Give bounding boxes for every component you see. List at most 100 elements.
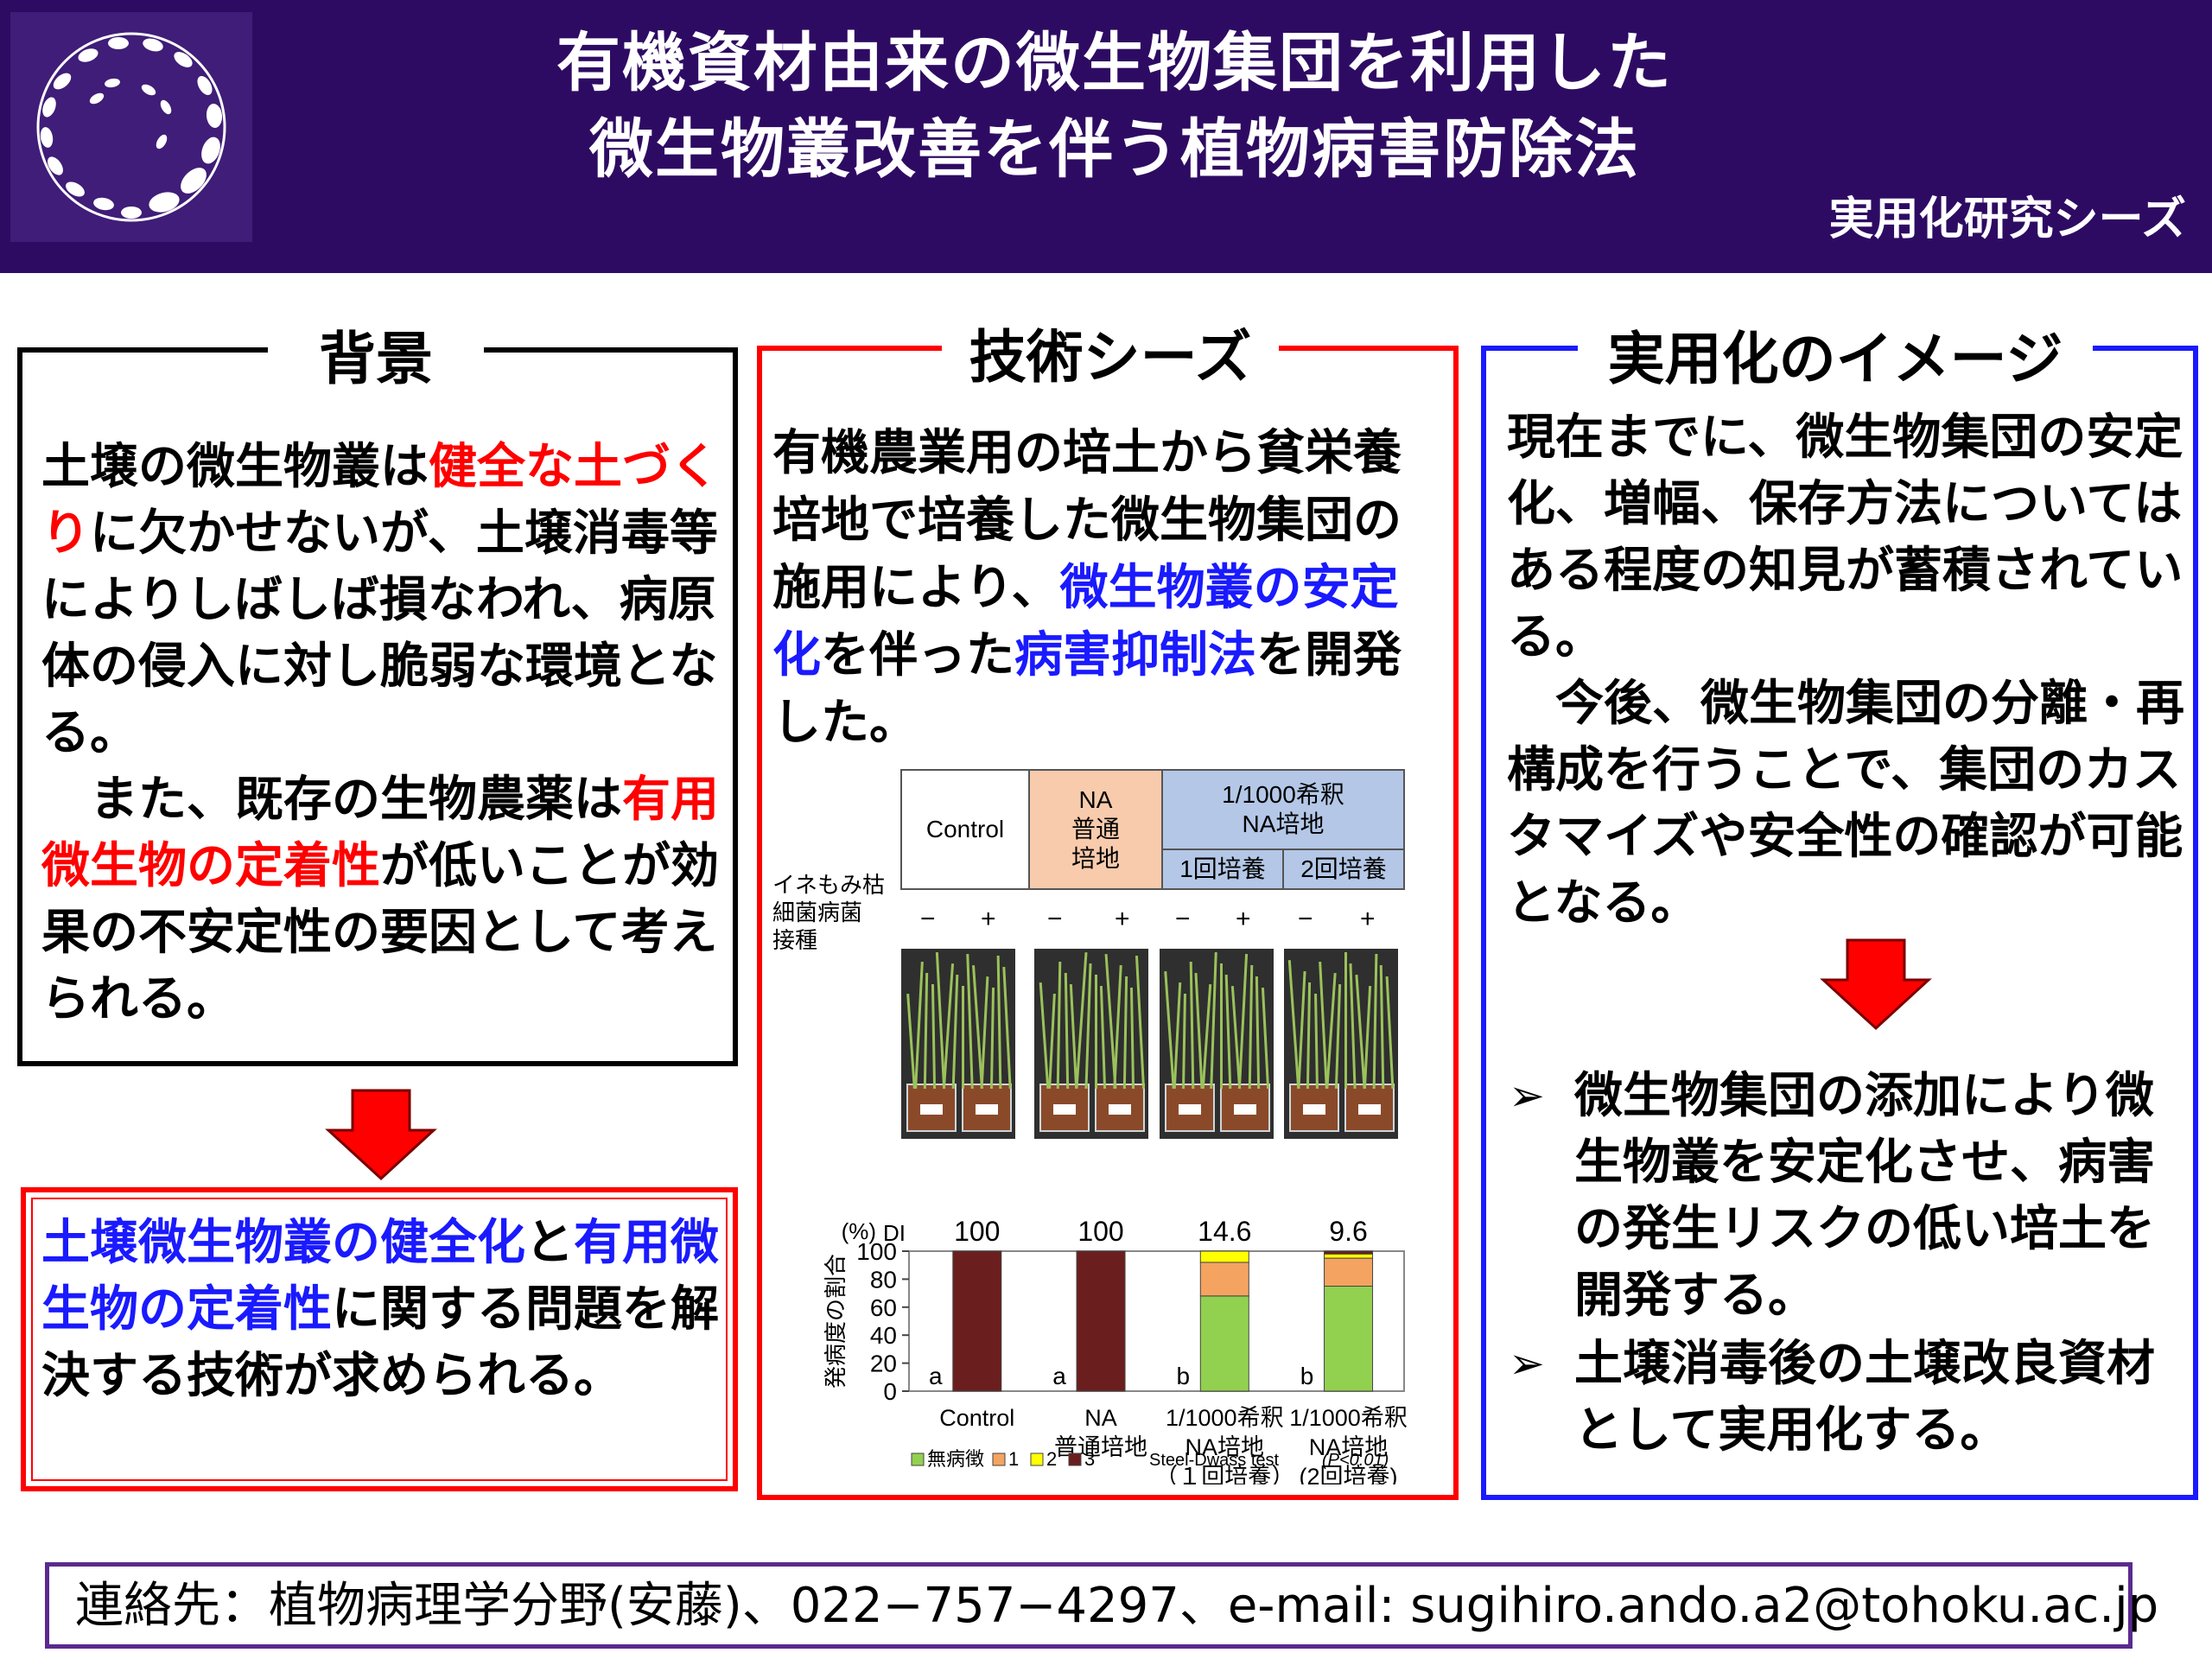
- logo: [10, 12, 252, 242]
- disease-chart: 020406080100(%)DI発病度の割合100aControl100aNA…: [823, 1216, 1408, 1484]
- col-once: 1回培養: [1161, 849, 1284, 890]
- rice-photo-na: [1034, 949, 1148, 1139]
- rice-blade: [1135, 956, 1145, 1089]
- tech-highlight-2: 病害抑制法: [1014, 627, 1256, 683]
- rice-blade: [1210, 951, 1217, 1090]
- tech-text-1: 有機農業用の培土から貧栄養培地で培養した微生物集団の施用により、: [772, 425, 1402, 616]
- legend-swatch: [1030, 1452, 1044, 1466]
- rice-blade: [923, 972, 929, 1090]
- significance-letter: b: [1176, 1363, 1190, 1389]
- rice-blade: [1379, 964, 1385, 1090]
- y-tick-label: 0: [883, 1378, 897, 1405]
- legend-swatch: [911, 1452, 925, 1466]
- conclusion-text-1: と: [525, 1215, 574, 1271]
- rice-blade: [1194, 973, 1204, 1089]
- background-highlight-2: 有用微生物の定着性: [41, 772, 719, 894]
- conclusion-text-2: に関する問題を解決する技術が求められる。: [41, 1281, 719, 1404]
- rice-blade: [1189, 961, 1194, 1090]
- y-tick-label: 20: [870, 1351, 897, 1377]
- header-banner: 有機資材由来の微生物集団を利用した 微生物叢改善を伴う植物病害防除法 実用化研究…: [0, 0, 2212, 273]
- inoculation-sign: +: [1236, 905, 1251, 933]
- test-label: Steel-Dwass test: [1149, 1451, 1279, 1470]
- bar-segment-3: [952, 1250, 1002, 1392]
- bullet-text-2: 土壌消毒後の土壌改良資材として実用化する。: [1574, 1336, 2155, 1459]
- rice-blade: [1182, 993, 1186, 1090]
- implementation-text: 現在までに、微生物集団の安定化、増幅、保存方法についてはある程度の知見が蓄積され…: [1507, 404, 2190, 937]
- inoculation-label: イネもみ枯 細菌病菌 接種: [772, 872, 886, 953]
- inoculation-sign: −: [920, 905, 936, 933]
- y-axis-label: 発病度の割合: [823, 1254, 849, 1389]
- rice-blade: [1313, 993, 1319, 1090]
- rice-photo-twice: [1284, 949, 1398, 1139]
- bar-segment-3: [1076, 1250, 1126, 1392]
- conclusion-highlight-2: 有用微生物の定着性: [41, 1215, 719, 1338]
- rice-blade: [1219, 963, 1223, 1089]
- down-arrow-icon: [325, 1089, 437, 1181]
- implementation-para-1: 現在までに、微生物集団の安定化、増幅、保存方法についてはある程度の知見が蓄積され…: [1507, 410, 2183, 665]
- pot-tray: [1165, 1084, 1215, 1132]
- rice-blade: [1094, 975, 1097, 1089]
- down-arrow-icon: [1820, 938, 1932, 1031]
- rice-blade: [1173, 982, 1181, 1089]
- rice-blade: [1334, 983, 1342, 1090]
- tech-highlight-1: 微生物叢の安定化: [772, 560, 1399, 683]
- rice-blade: [913, 962, 924, 1089]
- rice-blade: [1306, 982, 1312, 1090]
- experiment-figure: Control NA 普通 培地 1/1000希釈 NA培地 1回培養 2回培養…: [769, 767, 1452, 1484]
- bullet-arrow-icon: ➢: [1509, 1071, 1545, 1121]
- rice-blade: [1122, 976, 1128, 1090]
- series-label: 実用化研究シーズ: [1828, 194, 2186, 245]
- conclusion-box: [21, 1187, 738, 1491]
- rice-blade: [1056, 961, 1062, 1090]
- title-line-1: 有機資材由来の微生物集団を利用した: [556, 26, 1673, 100]
- background-text-3: また、既存の生物農薬は: [90, 772, 622, 828]
- background-highlight-1: 健全な土づくり: [41, 439, 719, 562]
- significance-letter: a: [1052, 1363, 1066, 1389]
- pot-tray: [1289, 1084, 1339, 1132]
- background-panel: [17, 347, 738, 1066]
- rice-blade: [1129, 987, 1135, 1090]
- legend-label: 3: [1084, 1448, 1095, 1470]
- category-label: Control: [939, 1405, 1014, 1431]
- rice-photo-once: [1160, 949, 1274, 1139]
- bullet-text-1: 微生物集団の添加により微生物叢を安定化させ、病害の発生リスクの低い培土を開発する…: [1574, 1068, 2155, 1324]
- inoculation-sign: −: [1047, 905, 1063, 933]
- di-label: DI: [883, 1220, 906, 1246]
- bar-segment-0: [1324, 1286, 1374, 1392]
- bar-segment-3: [1324, 1250, 1374, 1255]
- col-twice: 2回培養: [1282, 849, 1405, 890]
- rice-blade: [1224, 974, 1232, 1090]
- di-value: 100: [1077, 1216, 1123, 1247]
- implementation-panel: [1481, 346, 2198, 1500]
- significance-letter: b: [1300, 1363, 1314, 1389]
- rice-blade: [951, 974, 959, 1090]
- rice-blade: [1064, 972, 1069, 1090]
- bar-segment-1: [1199, 1262, 1249, 1297]
- rice-blade: [1084, 963, 1092, 1090]
- background-text-1: 土壌の微生物叢は: [41, 439, 429, 495]
- rice-blade: [996, 955, 1002, 1090]
- pot-tray: [1095, 1084, 1145, 1132]
- rice-blade: [1099, 985, 1107, 1090]
- rice-blade: [1255, 976, 1261, 1090]
- rice-blade: [1363, 986, 1372, 1089]
- y-tick-label: 100: [856, 1238, 897, 1265]
- rice-blade: [1296, 971, 1306, 1089]
- tech-title: 技術シーズ: [942, 323, 1279, 392]
- rice-blade: [1001, 967, 1012, 1089]
- col-na: NA 普通 培地: [1028, 769, 1163, 890]
- col-control: Control: [900, 769, 1030, 890]
- implementation-title: 実用化のイメージ: [1578, 325, 2093, 394]
- legend-swatch: [992, 1452, 1006, 1466]
- rice-blade: [980, 976, 989, 1089]
- rice-blade: [1372, 953, 1377, 1090]
- rice-photo-control: [901, 949, 1015, 1139]
- legend-label: 2: [1046, 1448, 1057, 1470]
- rice-blade: [1385, 976, 1394, 1089]
- title-line-2: 微生物叢改善を伴う植物病害防除法: [589, 112, 1640, 187]
- y-tick-label: 40: [870, 1322, 897, 1349]
- col-dilution: 1/1000希釈 NA培地: [1161, 769, 1405, 850]
- pot-tray: [962, 1084, 1012, 1132]
- rice-blade: [1261, 988, 1269, 1089]
